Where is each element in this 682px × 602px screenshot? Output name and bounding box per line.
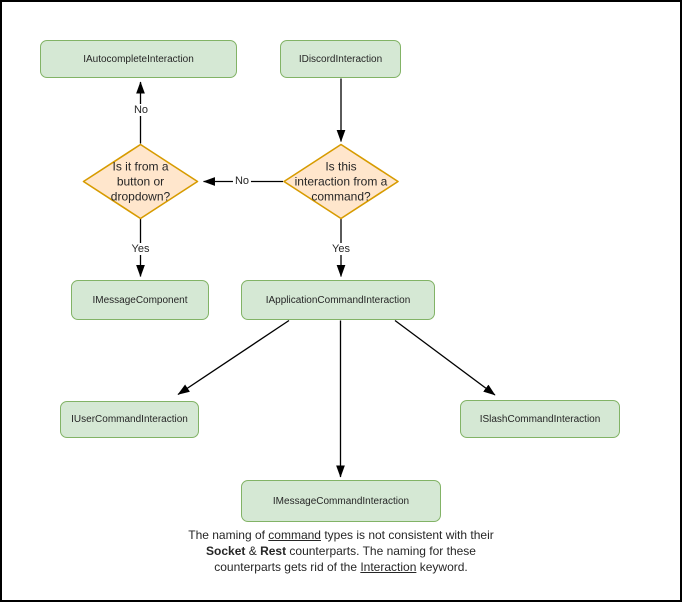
- node-label: IAutocompleteInteraction: [83, 53, 194, 65]
- footnote-segment: The naming of: [188, 528, 269, 542]
- footnote-segment-bold: Rest: [260, 544, 287, 558]
- node-iautocomplete-interaction[interactable]: IAutocompleteInteraction: [40, 40, 237, 78]
- node-label: IMessageCommandInteraction: [272, 495, 410, 507]
- footnote-line-3: counterparts gets rid of the Interaction…: [0, 559, 682, 575]
- decision-line: dropdown?: [110, 189, 171, 203]
- edge-label-no-top: No: [131, 104, 151, 116]
- node-label: IMessageComponent: [92, 294, 188, 306]
- node-iuser-command-interaction[interactable]: IUserCommandInteraction: [60, 401, 199, 438]
- edge-label-no-mid: No: [232, 175, 252, 187]
- footnote-segment-underlined: Interaction: [360, 560, 417, 574]
- decision-button-dropdown-shape[interactable]: [82, 143, 199, 220]
- node-label: IApplicationCommandInteraction: [265, 294, 411, 306]
- node-islash-command-interaction[interactable]: ISlashCommandInteraction: [460, 400, 620, 438]
- footnote-line-2: Socket & Rest counterparts. The naming f…: [0, 543, 682, 559]
- node-label: IUserCommandInteraction: [71, 414, 188, 425]
- edge-label-yes-right: Yes: [330, 243, 352, 255]
- decision-line: Is this: [325, 159, 357, 173]
- footnote-segment: types is not consistent with their: [320, 528, 494, 542]
- footnote-line-1: The naming of command types is not consi…: [0, 527, 682, 543]
- footnote-segment: keyword.: [416, 560, 468, 574]
- footnote-segment: counterparts. The naming for these: [286, 544, 476, 558]
- footnote-segment-underlined: command: [268, 528, 321, 542]
- decision-line: button or: [116, 174, 165, 188]
- decision-line: command?: [311, 189, 371, 203]
- footnote-text: The naming of command types is not consi…: [0, 527, 682, 575]
- node-imessage-component[interactable]: IMessageComponent: [71, 280, 209, 320]
- node-label: ISlashCommandInteraction: [479, 413, 601, 425]
- node-idiscord-interaction[interactable]: IDiscordInteraction: [280, 40, 401, 78]
- node-imessage-command-interaction[interactable]: IMessageCommandInteraction: [241, 480, 441, 522]
- decision-button-dropdown-label: Is it from a button or dropdown?: [89, 159, 193, 204]
- decision-from-command-label: Is this interaction from a command?: [279, 159, 403, 204]
- footnote-segment: &: [245, 544, 261, 558]
- node-iapplication-command-interaction[interactable]: IApplicationCommandInteraction: [241, 280, 435, 320]
- decision-line: interaction from a: [294, 174, 388, 188]
- footnote-segment: counterparts gets rid of the: [214, 560, 361, 574]
- edge-to-slash-command: [394, 319, 496, 396]
- edge-label-yes-left: Yes: [129, 243, 152, 255]
- footnote-segment-bold: Socket: [206, 544, 246, 558]
- decision-from-command-shape[interactable]: [283, 143, 399, 220]
- node-label: IDiscordInteraction: [298, 53, 383, 65]
- edge-to-user-command: [177, 319, 290, 396]
- decision-line: Is it from a: [112, 159, 169, 173]
